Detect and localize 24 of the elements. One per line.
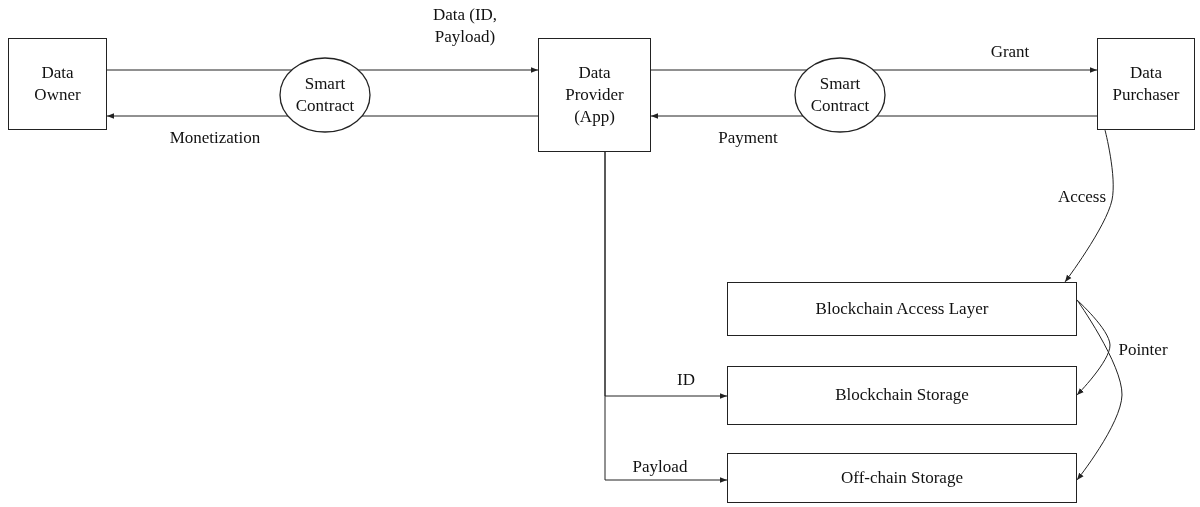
ellipse-node — [795, 58, 885, 132]
node-label: Off-chain Storage — [841, 466, 963, 489]
process-box — [727, 282, 1077, 336]
node-label: Blockchain Access Layer — [815, 297, 989, 320]
node-label: Smart Contract — [294, 72, 356, 117]
arrow — [1076, 299, 1123, 481]
process-box — [538, 38, 651, 152]
process-box — [727, 453, 1077, 503]
arrow — [106, 113, 289, 119]
node-label: Data Provider (App) — [564, 61, 625, 129]
ellipse-node — [280, 58, 370, 132]
arrow — [872, 67, 1098, 73]
process-box — [1097, 38, 1195, 130]
arrow — [604, 151, 728, 483]
node-label: Blockchain Storage — [835, 384, 969, 407]
node-label: Data Purchaser — [1111, 61, 1181, 106]
arrow — [1076, 299, 1111, 396]
arrow — [357, 67, 539, 73]
arrow — [650, 113, 804, 119]
arrow — [1064, 129, 1114, 283]
process-box — [8, 38, 107, 130]
process-box — [727, 366, 1077, 425]
node-label: Data Owner — [33, 61, 82, 106]
node-label: Smart Contract — [809, 72, 871, 117]
